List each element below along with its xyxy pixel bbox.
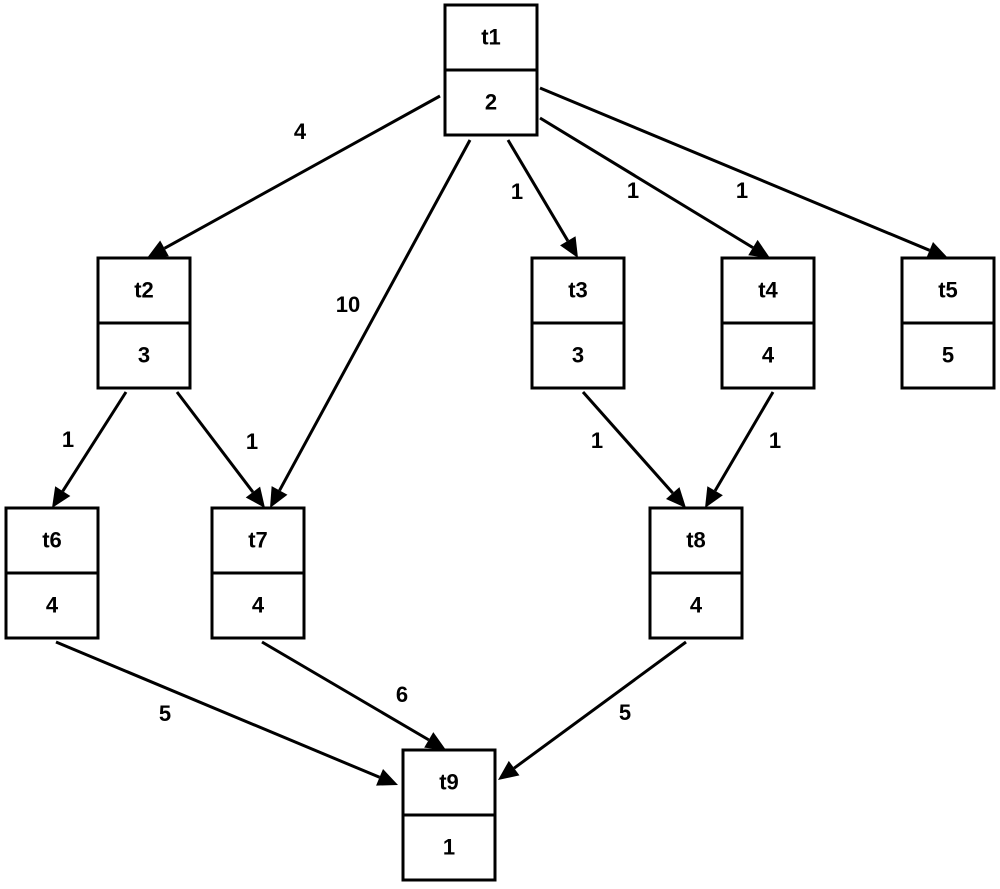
arrow-head (705, 486, 723, 508)
edge-t2-t7: 1 (175, 391, 265, 508)
arrow-head (560, 236, 578, 258)
edge-weight-label: 5 (619, 700, 631, 725)
arrow-head (270, 486, 288, 508)
node-label: t8 (686, 527, 706, 552)
edge-line (713, 391, 775, 492)
edge-weight-label: 1 (736, 178, 748, 203)
node-cost: 1 (443, 834, 455, 859)
node-label: t2 (134, 277, 154, 302)
node-label: t7 (248, 527, 268, 552)
arrow-head (926, 242, 948, 259)
node-t8: t8 4 (648, 506, 744, 640)
node-label: t9 (439, 769, 459, 794)
edge-line (513, 640, 687, 770)
node-cost: 3 (138, 342, 150, 367)
arrow-head (245, 486, 265, 508)
node-t5: t5 5 (900, 256, 996, 390)
edge-t1-t4: 1 (539, 116, 770, 258)
node-label: t1 (481, 24, 501, 49)
edge-t1-t2: 4 (147, 94, 441, 258)
edge-t1-t5: 1 (539, 86, 948, 259)
edge-t8-t9: 5 (498, 640, 687, 780)
node-cost: 5 (942, 342, 954, 367)
edge-line (175, 391, 255, 493)
edge-line (539, 86, 931, 252)
node-cost: 4 (252, 592, 265, 617)
node-label: t6 (42, 527, 62, 552)
node-cost: 2 (485, 89, 497, 114)
node-label: t4 (758, 277, 778, 302)
arrow-head (52, 486, 71, 508)
arrow-head (665, 487, 686, 508)
edge-t1-t7: 10 (270, 139, 472, 508)
node-cost: 3 (572, 342, 584, 367)
edge-line (261, 640, 430, 742)
edge-weight-label: 4 (294, 119, 307, 144)
arrow-head (424, 732, 446, 750)
edge-weight-label: 5 (159, 701, 171, 726)
arrow-head (498, 760, 520, 780)
arrow-head (748, 239, 770, 258)
node-t7: t7 4 (210, 506, 306, 640)
edge-t3-t8: 1 (581, 391, 686, 508)
node-t4: t4 4 (720, 256, 816, 390)
node-t6: t6 4 (4, 506, 100, 640)
edge-line (539, 116, 754, 249)
nodes-layer: t1 2 t2 3 t3 3 t4 4 t5 5 t6 4 t7 4 t8 4 t9 1 (4, 3, 996, 882)
node-label: t3 (568, 277, 588, 302)
edge-line (61, 391, 128, 492)
edge-line (163, 94, 441, 250)
edge-t6-t9: 5 (55, 640, 398, 786)
edge-weight-label: 1 (769, 428, 781, 453)
edge-line (506, 139, 570, 242)
edge-weight-label: 10 (336, 292, 360, 317)
edge-t2-t6: 1 (52, 391, 128, 508)
node-cost: 4 (690, 592, 703, 617)
node-t3: t3 3 (530, 256, 626, 390)
edge-t7-t9: 6 (261, 640, 446, 750)
node-cost: 4 (762, 342, 775, 367)
node-t9: t9 1 (401, 748, 497, 882)
edge-weight-label: 1 (591, 428, 603, 453)
edge-t4-t8: 1 (705, 391, 781, 508)
node-label: t5 (938, 277, 958, 302)
edge-weight-label: 1 (62, 427, 74, 452)
edge-weight-label: 1 (246, 429, 258, 454)
edge-line (581, 391, 674, 495)
edge-line (278, 139, 472, 492)
edge-weight-label: 1 (511, 179, 523, 204)
edge-line (55, 640, 381, 779)
node-t1: t1 2 (443, 3, 539, 137)
edge-weight-label: 1 (627, 178, 639, 203)
node-t2: t2 3 (96, 256, 192, 390)
edge-weight-label: 6 (396, 682, 408, 707)
edges-layer: 4 10 1 1 1 1 1 1 1 5 6 5 (52, 86, 948, 786)
arrow-head (147, 240, 169, 258)
edge-t1-t3: 1 (506, 139, 578, 258)
arrow-head (376, 768, 398, 786)
node-cost: 4 (46, 592, 59, 617)
